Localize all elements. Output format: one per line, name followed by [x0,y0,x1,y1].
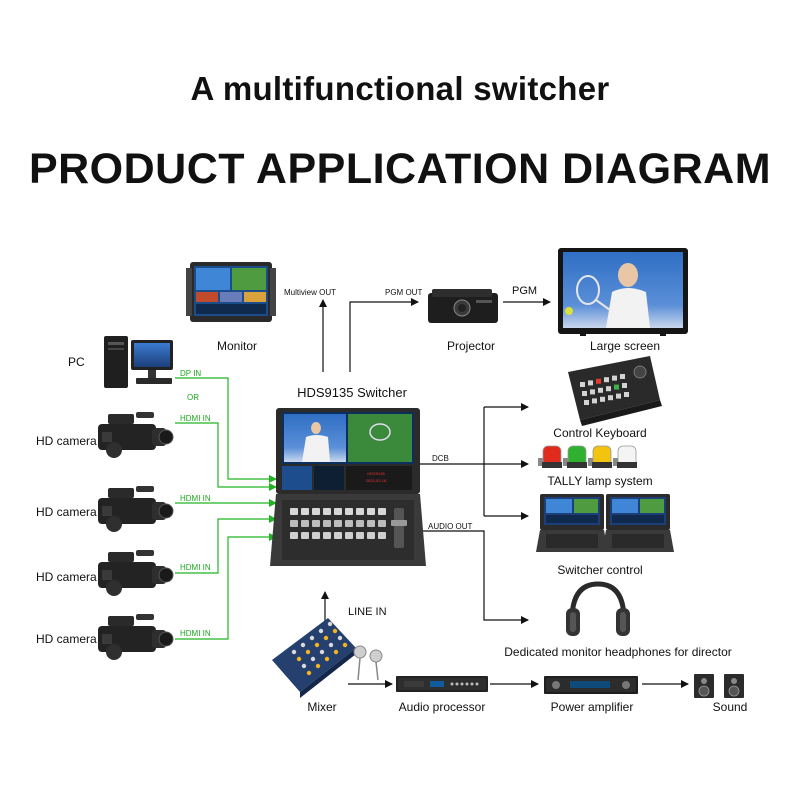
audio-processor-image [396,676,488,692]
switcher-screen-line2: 2020-03-18 [366,478,387,483]
projector-label: Projector [446,339,496,353]
dcb-signal-label: DCB [432,454,449,463]
pgm-signal-label: PGM [512,285,538,297]
hdmi-in-signal-label-4: HDMI IN [180,629,211,638]
tally-label: TALLY lamp system [547,474,653,488]
subtitle: A multifunctional switcher [190,70,610,107]
pc-image [104,336,173,388]
switcher-image: HDS9135 2020-03-18 [270,408,426,566]
or-signal-label: OR [187,393,199,402]
projector-image [428,289,498,323]
camera-label-1: HD camera [36,434,97,448]
hdmi-in-line-4 [175,533,277,640]
line-in-signal-label: LINE IN [348,606,387,618]
hdmi-in-signal-label-2: HDMI IN [180,494,211,503]
pgm-out-signal-label: PGM OUT [385,288,423,297]
large-screen-image [558,248,688,336]
camera-image-4 [98,614,174,660]
camera-image-3 [98,550,174,596]
camera-image-1 [98,412,174,458]
hdmi-in-signal-label-1: HDMI IN [180,414,211,423]
camera-label-2: HD camera [36,505,97,519]
connection-lines [175,298,689,688]
pgm-out-line [349,298,419,372]
audio-processor-label: Audio processor [398,700,486,714]
switcher-control-image [536,494,674,552]
headphones-label: Dedicated monitor headphones for directo… [504,645,732,659]
power-amplifier-label: Power amplifier [550,700,634,714]
sound-label: Sound [712,700,748,714]
hdmi-in-line-3 [175,515,277,574]
dp-in-signal-label: DP IN [180,369,202,378]
camera-image-2 [98,486,174,532]
multiview-out-signal-label: Multiview OUT [284,288,337,297]
headphones-image [566,581,630,636]
hdmi-in-signal-label-3: HDMI IN [180,563,211,572]
large-screen-label: Large screen [589,339,661,353]
audio-out-line [420,530,529,624]
sound-speakers-image [694,674,744,698]
mixer-label: Mixer [307,700,337,714]
mixer-image [272,618,383,698]
dp-in-line [175,377,277,483]
tally-lamps-image [538,445,637,468]
pc-label: PC [68,355,85,369]
control-keyboard-label: Control Keyboard [553,426,647,440]
switcher-control-label: Switcher control [557,563,643,577]
power-amplifier-image [544,676,638,694]
monitor-image [186,262,276,322]
camera-label-3: HD camera [36,570,97,584]
monitor-label: Monitor [216,339,258,353]
switcher-screen-line1: HDS9135 [367,471,385,476]
hdmi-in-line-1 [175,422,277,491]
audio-out-signal-label: AUDIO OUT [428,522,473,531]
camera-label-4: HD camera [36,632,97,646]
control-keyboard-image [568,356,662,426]
page-title: PRODUCT APPLICATION DIAGRAM [28,145,772,193]
switcher-label: HDS9135 Switcher [297,385,407,400]
